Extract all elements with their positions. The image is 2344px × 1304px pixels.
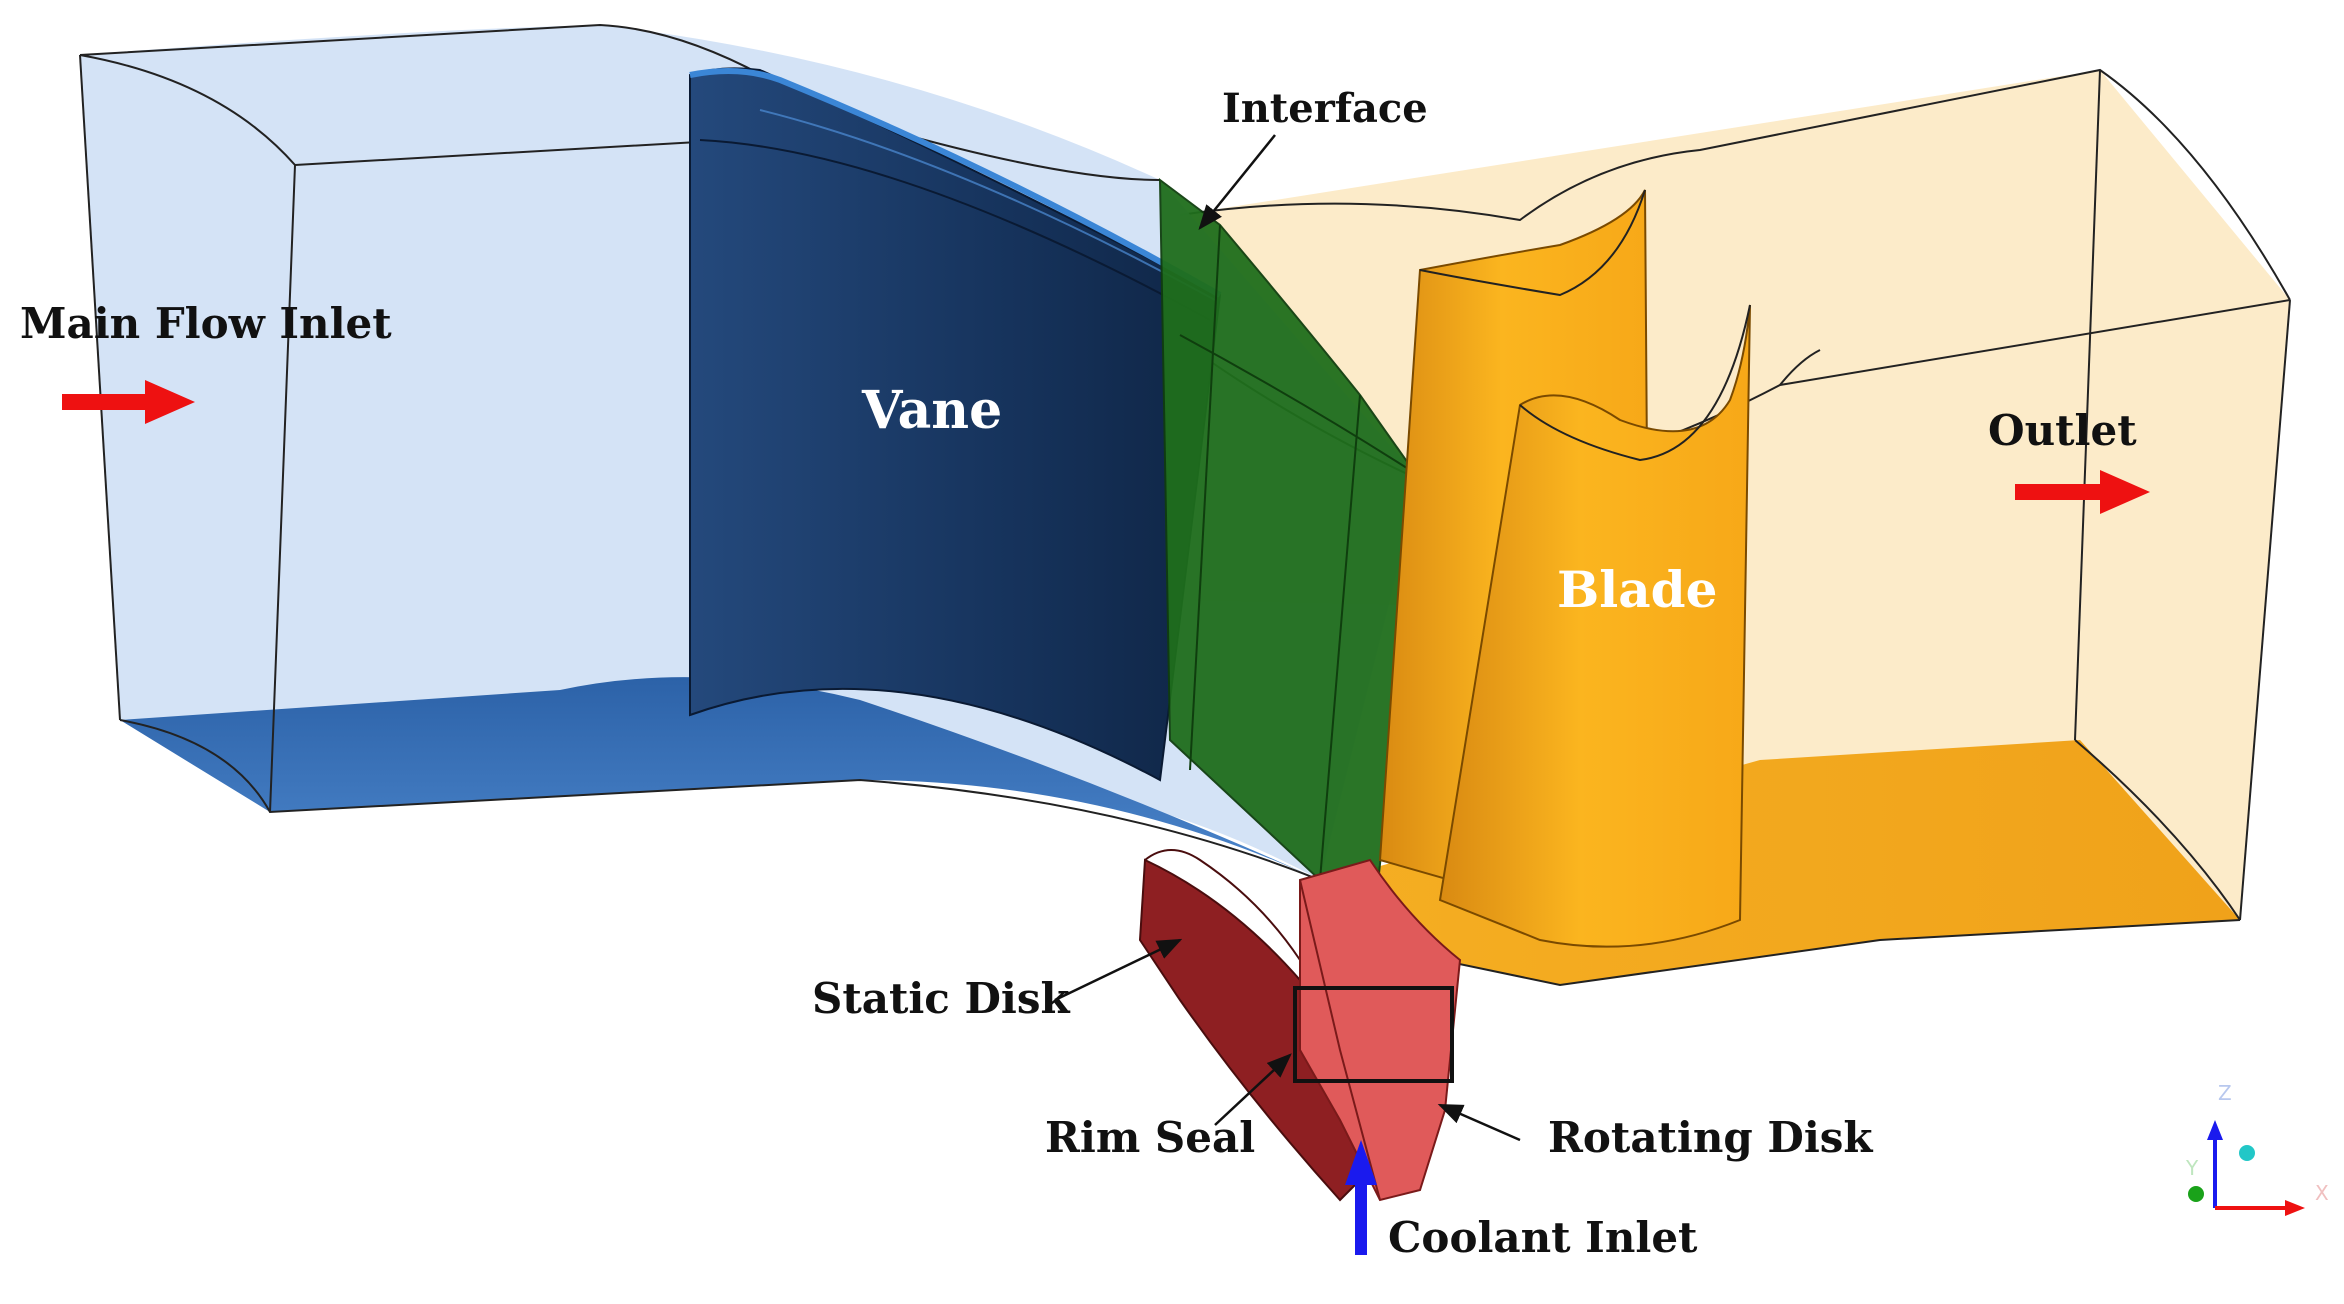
rim-seal-leader — [1214, 1053, 1292, 1126]
blade-airfoil-front — [1438, 304, 1751, 948]
interface-leader — [1198, 134, 1276, 230]
main-flow-arrow — [62, 380, 195, 424]
interface-label: Interface — [1222, 85, 1428, 132]
outlet-label: Outlet — [1988, 406, 2137, 455]
outlet-arrow — [2015, 470, 2150, 514]
rim-seal-label: Rim Seal — [1045, 1113, 1255, 1162]
vane-airfoil — [689, 67, 1222, 782]
rotating-disk-label: Rotating Disk — [1548, 1113, 1873, 1162]
rotating-disk — [1299, 858, 1462, 1202]
vane-label: Vane — [861, 380, 1002, 441]
interface-surface — [1158, 177, 1422, 963]
static-disk-leader — [1054, 938, 1183, 1002]
static-disk — [1138, 849, 1382, 1202]
rim-seal-highlight-box — [1293, 986, 1454, 1083]
coolant-inlet-label: Coolant Inlet — [1388, 1213, 1698, 1262]
z-axis-label: Z — [2218, 1081, 2232, 1105]
x-axis-label: X — [2315, 1181, 2329, 1205]
main-flow-inlet-label: Main Flow Inlet — [20, 299, 392, 348]
static-disk-label: Static Disk — [812, 974, 1071, 1023]
y-axis-label: Y — [2185, 1156, 2199, 1180]
coolant-arrow — [1345, 1140, 1377, 1255]
blade-label: Blade — [1557, 560, 1717, 619]
axis-triad: Z Y X — [2185, 1081, 2329, 1216]
rotating-disk-leader — [1437, 1103, 1521, 1142]
